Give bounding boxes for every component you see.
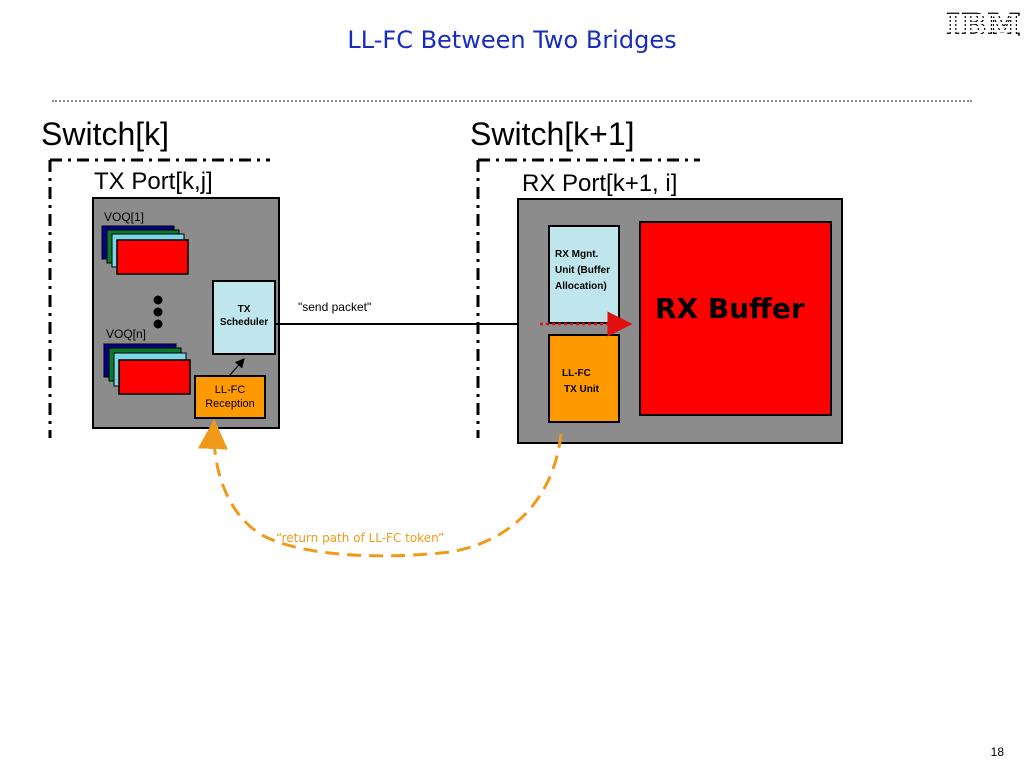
rx-mgmt-label: RX Mgnt. Unit (Buffer Allocation) <box>555 249 610 292</box>
switch-k-label: Switch[k] <box>41 116 170 152</box>
slide-title: LL-FC Between Two Bridges <box>347 26 677 54</box>
rx-buffer-box <box>639 221 832 416</box>
voq-1-stack <box>101 225 189 275</box>
llfc-tx-unit-box <box>548 334 620 423</box>
reception-to-scheduler-arrow <box>229 358 245 376</box>
switch-k-boundary <box>48 158 270 438</box>
page-number: 18 <box>990 745 1004 759</box>
switch-k1-label: Switch[k+1] <box>470 116 635 152</box>
tx-port-label: TX Port[k,j] <box>94 168 213 195</box>
voq-n-stack <box>103 343 191 395</box>
tx-scheduler-box <box>212 280 276 355</box>
switch-k1-boundary <box>476 158 700 438</box>
tx-scheduler-label: TX Scheduler <box>219 304 269 328</box>
send-packet-label: "send packet" <box>298 300 372 314</box>
voq-1-label: VOQ[1] <box>104 210 145 224</box>
llfc-tx-unit-label: LL-FC TX Unit <box>562 368 599 395</box>
rx-mgmt-box <box>548 225 620 324</box>
header-divider <box>52 100 972 102</box>
llfc-reception-label: LL-FC Reception <box>205 384 255 410</box>
voq-ellipsis-dots <box>153 295 163 329</box>
return-path-label: “return path of LL-FC token” <box>276 531 445 545</box>
llfc-reception-box <box>194 375 266 419</box>
rx-port-label: RX Port[k+1, i] <box>522 170 678 197</box>
return-path-curve <box>197 419 563 558</box>
voq-n-label: VOQ[n] <box>106 327 147 341</box>
rx-buffer-label: RX Buffer <box>655 292 805 325</box>
